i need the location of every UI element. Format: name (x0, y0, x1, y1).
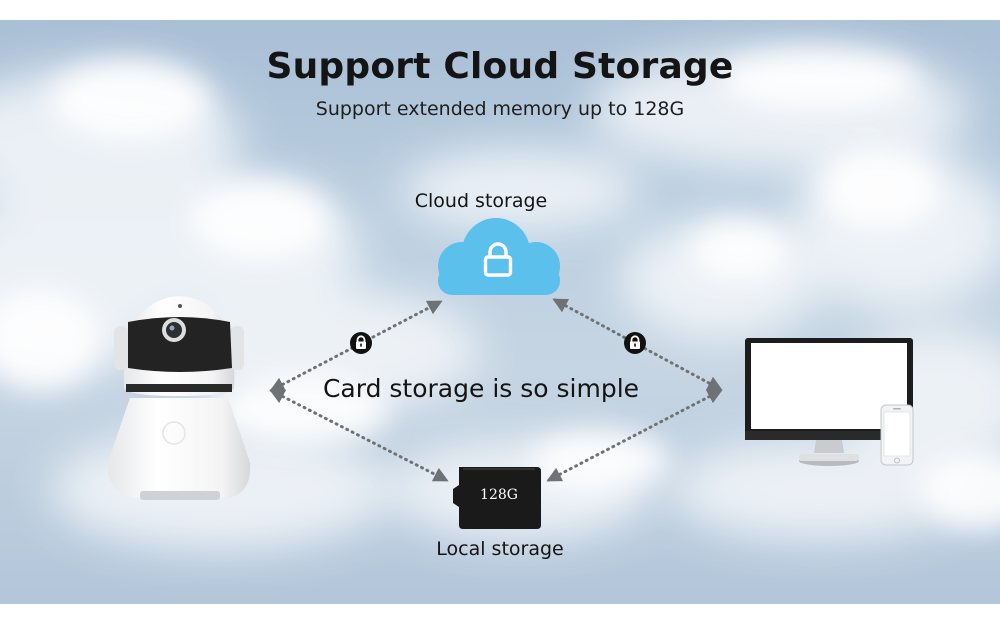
padlock-icon (350, 332, 372, 354)
sd-card-capacity: 128G (480, 487, 518, 503)
page-title: Support Cloud Storage (266, 46, 734, 87)
sd-card-icon (453, 467, 541, 529)
page-subtitle: Support extended memory up to 128G (315, 98, 685, 120)
local-storage-label: Local storage (436, 538, 564, 560)
connector-cloud-monitor (552, 298, 723, 391)
cloud-lock-icon (438, 218, 560, 295)
smartphone-icon (880, 404, 914, 466)
sky-background (0, 20, 1000, 604)
connector-card-monitor (546, 389, 723, 482)
padlock-icon (624, 332, 646, 354)
tagline: Card storage is so simple (322, 374, 640, 403)
monitor-icon (745, 338, 913, 466)
security-camera (107, 296, 251, 500)
connector-camera-card (269, 389, 449, 482)
cloud-storage-label: Cloud storage (414, 190, 548, 212)
